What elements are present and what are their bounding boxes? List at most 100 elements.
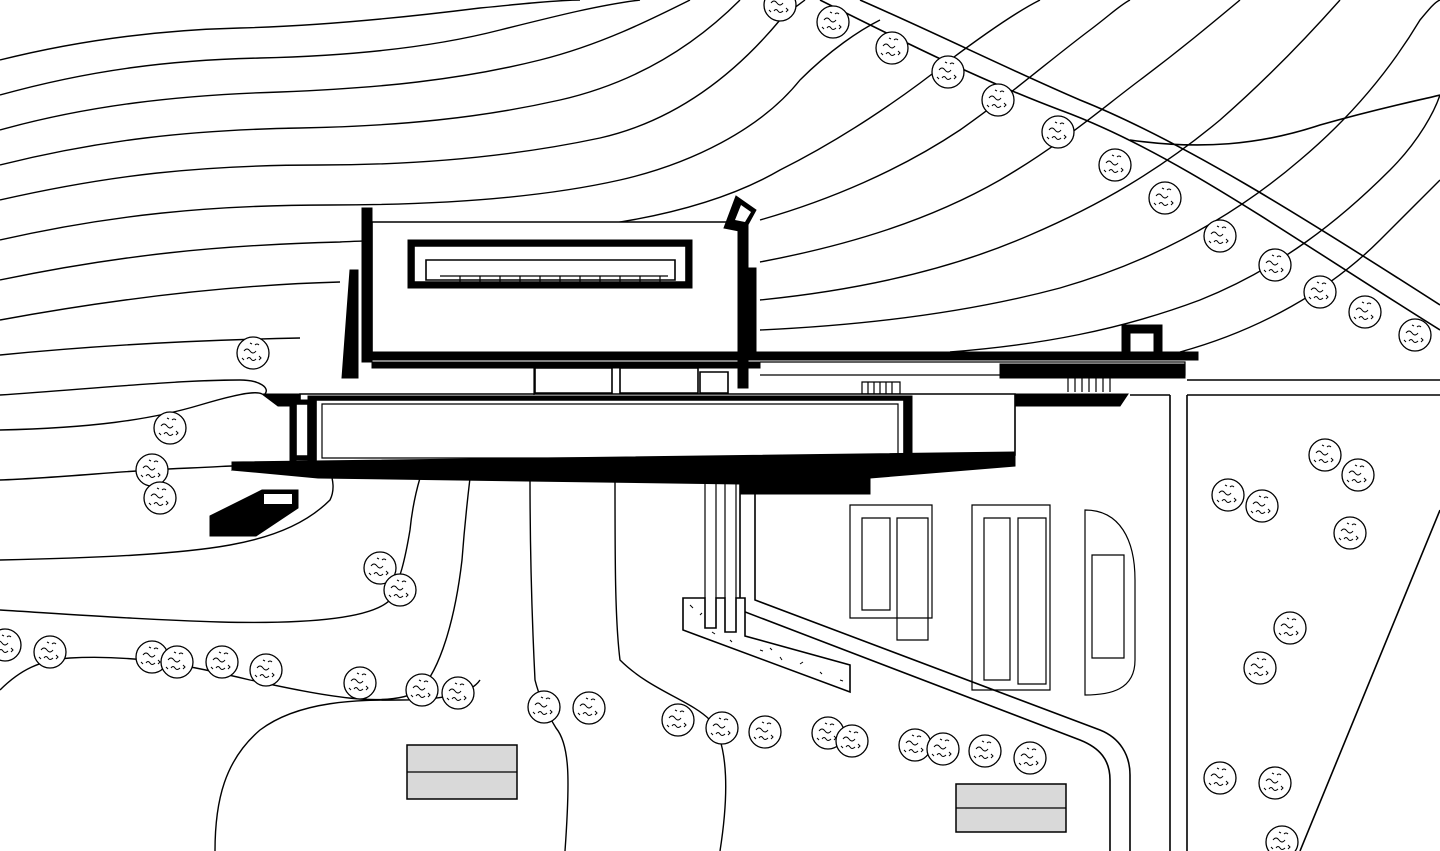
tree: [763, 0, 797, 22]
tree: [405, 673, 439, 707]
tree: [572, 691, 606, 725]
contour-line: [0, 477, 471, 701]
upper-road-branch: [1129, 94, 1440, 146]
parking-outline: [849, 504, 933, 619]
contour-line: [0, 392, 263, 431]
tree-foliage-texture: [973, 740, 994, 759]
tree-foliage-texture: [936, 61, 957, 80]
parking-loop: [1084, 509, 1136, 696]
tree: [1245, 489, 1279, 523]
contour-line: [0, 379, 267, 396]
tree-foliage-texture: [1263, 772, 1284, 791]
tree: [1148, 181, 1182, 215]
mid-room-3: [699, 371, 729, 394]
upper-volume-wall-left-outer: [341, 269, 359, 379]
tree-foliage-texture: [210, 651, 231, 670]
tree: [1211, 478, 1245, 512]
tree: [661, 703, 695, 737]
tree: [33, 635, 67, 669]
tree: [1341, 458, 1375, 492]
tree-foliage-texture: [1216, 484, 1237, 503]
tree: [1041, 115, 1075, 149]
tree-foliage-texture: [821, 11, 842, 30]
contour-line: [0, 281, 341, 321]
tree-foliage-texture: [165, 651, 186, 670]
tree: [926, 732, 960, 766]
contour-line: [1179, 179, 1440, 353]
tree-canopy: [763, 0, 797, 22]
tree-foliage-texture: [532, 696, 553, 715]
mid-room-2: [619, 367, 699, 394]
mid-room-1: [534, 367, 613, 394]
tree: [1273, 611, 1307, 645]
tree-foliage-texture: [986, 89, 1007, 108]
tree-foliage-texture: [140, 646, 161, 665]
tree-foliage-texture: [1248, 657, 1269, 676]
tree: [1203, 219, 1237, 253]
driveway-edge-a: [739, 480, 1111, 851]
tree-foliage-texture: [1270, 831, 1291, 850]
contour-line: [0, 0, 741, 166]
parking-bay-1: [861, 517, 891, 611]
tree: [1333, 516, 1367, 550]
parking-bay-3: [971, 504, 1051, 691]
tree: [135, 640, 169, 674]
tree: [527, 690, 561, 724]
tree: [705, 711, 739, 745]
tree-foliage-texture: [1046, 121, 1067, 140]
parking-bay-5: [1017, 517, 1047, 685]
tree: [1203, 761, 1237, 795]
contour-line: [0, 0, 581, 61]
contour-line: [0, 0, 691, 131]
tree-foliage-texture: [241, 342, 262, 361]
main-building: [209, 195, 1199, 598]
tree-foliage-texture: [254, 659, 275, 678]
tree: [135, 453, 169, 487]
tree-foliage-texture: [1403, 324, 1424, 343]
planter-stipple: [689, 604, 844, 682]
tree-foliage-texture: [388, 579, 409, 598]
tree-foliage-texture: [1103, 154, 1124, 173]
tree: [1258, 248, 1292, 282]
tree: [0, 628, 22, 662]
stone-planter: [682, 597, 851, 694]
tree: [1265, 825, 1299, 851]
tree-foliage-texture: [446, 682, 467, 701]
tree: [1098, 148, 1132, 182]
east-diagonal-path: [1299, 509, 1440, 851]
tree-foliage-texture: [1353, 301, 1374, 320]
contour-line: [0, 477, 421, 624]
tree-foliage-texture: [1278, 617, 1299, 636]
tree: [143, 481, 177, 515]
upper-road-edge-b: [859, 0, 1440, 306]
tree: [748, 715, 782, 749]
contour-line: [0, 19, 881, 241]
tree-foliage-texture: [1263, 254, 1284, 273]
tree: [1013, 741, 1047, 775]
west-pavilion-opening: [264, 494, 292, 504]
tree-foliage-texture: [666, 709, 687, 728]
tree: [1398, 318, 1432, 352]
tower-cap-inner: [735, 205, 751, 222]
tree: [205, 645, 239, 679]
upper-volume-wall-left: [361, 207, 373, 363]
tree: [249, 653, 283, 687]
tree: [875, 31, 909, 65]
tree-foliage-texture: [840, 730, 861, 749]
tree-foliage-texture: [140, 459, 161, 478]
tree-foliage-texture: [1313, 444, 1334, 463]
parking-loop-inner: [1091, 554, 1125, 659]
tree-foliage-texture: [880, 37, 901, 56]
tree: [981, 83, 1015, 117]
tree-foliage-texture: [410, 679, 431, 698]
skylight-inner-2: [425, 259, 676, 281]
tree-foliage-texture: [903, 734, 924, 753]
contour-line: [614, 477, 727, 851]
tree-foliage-texture: [768, 0, 789, 13]
tree-foliage-texture: [1250, 495, 1271, 514]
tower-side-wall: [747, 267, 757, 361]
tree: [1303, 275, 1337, 309]
driveway-edge-b: [754, 480, 1131, 851]
